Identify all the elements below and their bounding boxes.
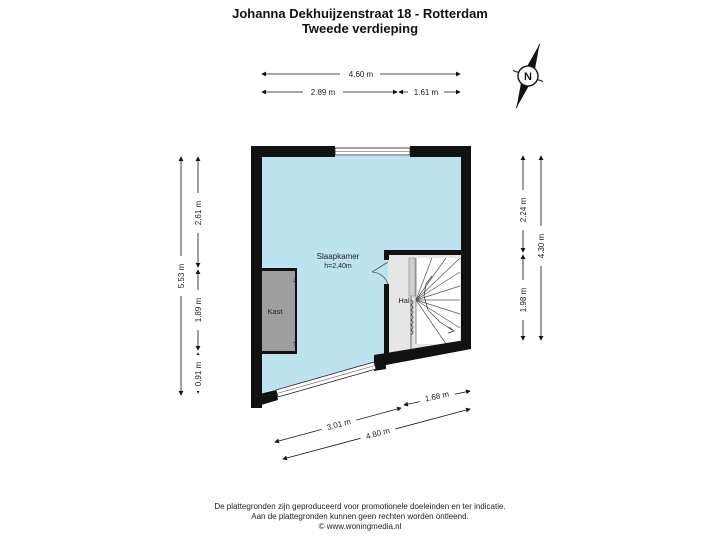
dim-bottom-right: 1.68 m — [424, 389, 450, 403]
dim-top-left: 2.89 m — [311, 88, 336, 97]
dim-bottom-left: 3.01 m — [326, 417, 352, 432]
slaapkamer-label: Slaapkamer — [317, 252, 360, 261]
door-swing — [371, 261, 389, 285]
svg-text:↑: ↑ — [292, 339, 296, 348]
dim-right-total: 4.30 m — [537, 233, 546, 258]
dim-top-total: 4.60 m — [349, 70, 374, 79]
dim-left-total: 5.53 m — [177, 263, 186, 288]
dim-top-right: 1.61 m — [414, 88, 439, 97]
copyright: © www.woningmedia.nl — [318, 522, 402, 531]
dim-left-middle: 1.89 m — [194, 297, 203, 322]
slaapkamer-height: h=2,40m — [324, 263, 352, 270]
floor-title: Tweede verdieping — [301, 21, 419, 36]
kast-label: Kast — [267, 307, 283, 316]
disclaimer-line-2: Aan de plattegronden kunnen geen rechten… — [251, 512, 469, 521]
walls — [251, 146, 471, 408]
svg-text:↓: ↓ — [292, 275, 296, 284]
hal-wall-fixture — [408, 257, 416, 350]
bottom-dimensions — [274, 389, 471, 461]
dim-left-lower: 0.91 m — [194, 361, 203, 386]
compass-icon: N — [512, 43, 544, 109]
compass-label: N — [524, 71, 532, 83]
disclaimer-line-1: De plattegronden zijn geproduceerd voor … — [214, 502, 506, 511]
dim-right-upper: 2.24 m — [519, 197, 528, 222]
dim-bottom-total: 4.80 m — [365, 426, 391, 441]
staircase — [415, 257, 461, 345]
windows — [275, 147, 411, 398]
dim-right-lower: 1.98 m — [519, 287, 528, 312]
address-title: Johanna Dekhuijzenstraat 18 - Rotterdam — [232, 6, 488, 21]
hal-label: Hal — [398, 296, 410, 305]
dim-left-upper: 2.61 m — [194, 200, 203, 225]
slaapkamer-floor — [262, 156, 462, 393]
kast-floor — [262, 270, 297, 352]
